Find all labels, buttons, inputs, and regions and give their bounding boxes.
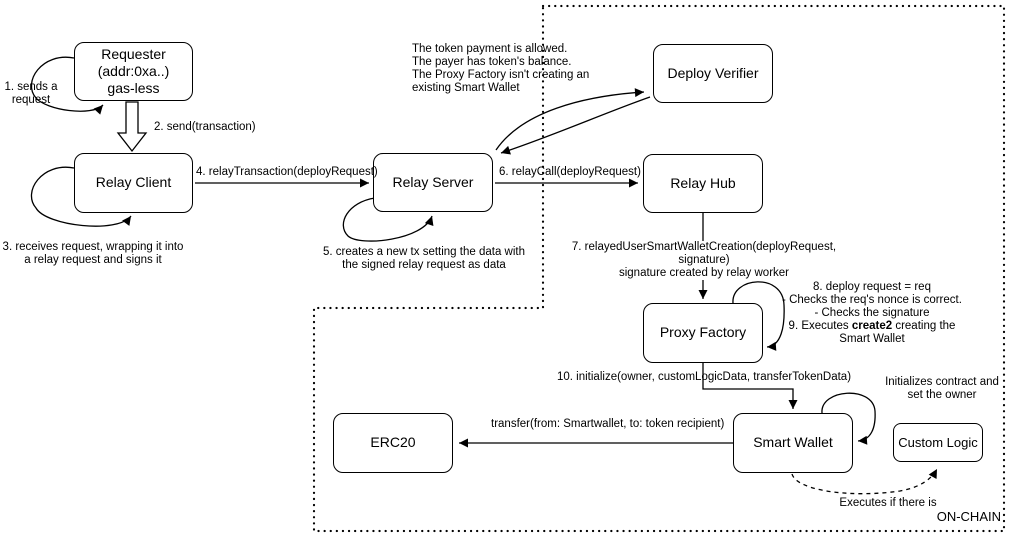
- note-deploy-request-checks: 8. deploy request = req - Checks the req…: [770, 281, 974, 347]
- note-verifier-checks: The token payment is allowed. The payer …: [412, 43, 590, 95]
- note-initializes-contract: Initializes contract and set the owner: [885, 376, 999, 402]
- node-requester: Requester (addr:0xa..) gas-less: [74, 42, 193, 101]
- edge-verifier-to-server: [500, 96, 651, 155]
- note-step8-create2: create2: [851, 320, 893, 333]
- edge-label-relay-call: 6. relayCall(deployRequest): [499, 166, 641, 178]
- node-erc20: ERC20: [333, 413, 453, 473]
- note-step8-text: 8. deploy request = req - Checks the req…: [782, 281, 962, 333]
- edge-label-transfer: transfer(from: Smartwallet, to: token re…: [491, 418, 725, 430]
- node-smart-wallet: Smart Wallet: [733, 413, 853, 473]
- edge-label-sends-request: 1. sends a request: [4, 81, 58, 107]
- node-deploy-verifier: Deploy Verifier: [653, 44, 773, 103]
- edge-factory-to-wallet: [702, 363, 798, 409]
- edge-label-relay-transaction: 4. relayTransaction(deployRequest): [196, 166, 378, 178]
- note-step8-tail: creating the Smart Wallet: [839, 320, 956, 346]
- onchain-region-label: ON-CHAIN: [936, 509, 1001, 524]
- edge-label-creates-new-tx: 5. creates a new tx setting the data wit…: [322, 246, 525, 272]
- node-proxy-factory: Proxy Factory: [643, 303, 763, 363]
- node-relay-hub: Relay Hub: [643, 154, 763, 213]
- node-relay-server: Relay Server: [373, 153, 493, 212]
- edge-label-receives-request: 3. receives request, wrapping it into a …: [2, 241, 184, 267]
- node-relay-client: Relay Client: [74, 153, 193, 213]
- edge-send-transaction: [116, 101, 148, 153]
- edge-label-send-transaction: 2. send(transaction): [154, 121, 256, 133]
- edge-label-initialize: 10. initialize(owner, customLogicData, t…: [557, 371, 852, 383]
- edge-label-executes-if-there-is: Executes if there is: [839, 497, 937, 509]
- edge-label-relayed-wallet-creation: 7. relayedUserSmartWalletCreation(deploy…: [545, 241, 863, 281]
- edge-server-to-verifier: [495, 88, 645, 151]
- node-custom-logic: Custom Logic: [893, 423, 983, 462]
